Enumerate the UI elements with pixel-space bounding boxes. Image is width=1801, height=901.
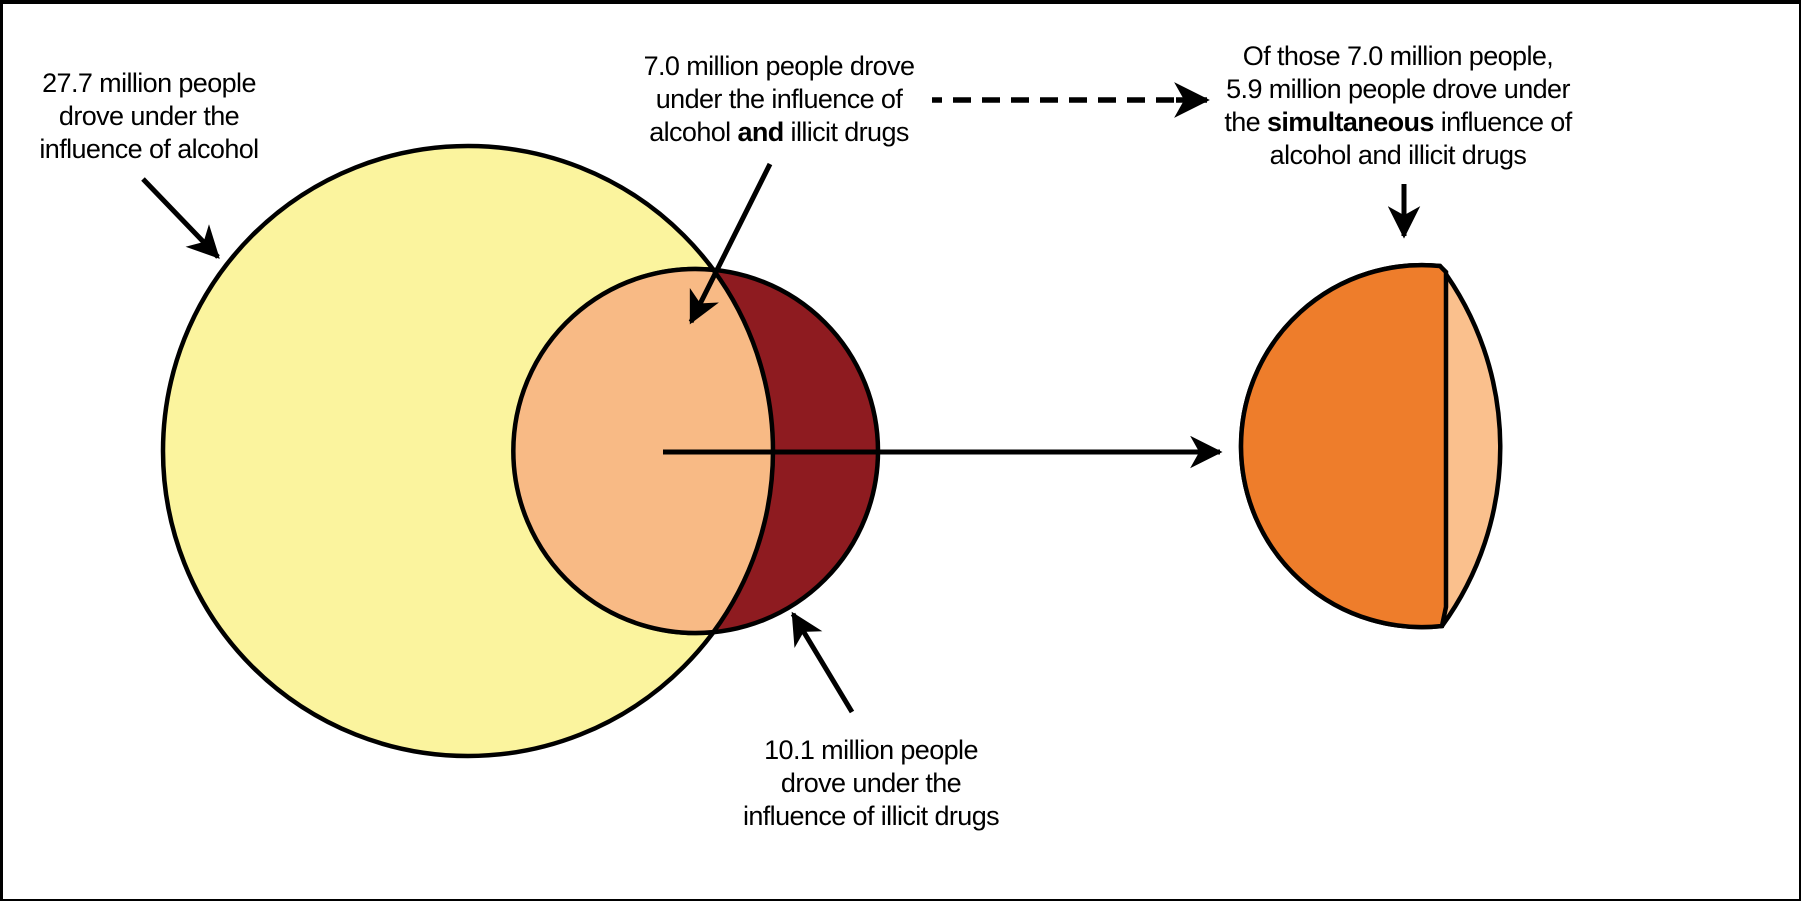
simultaneous-label-line1: Of those 7.0 million people,	[1242, 41, 1554, 71]
drugs-label-line3: influence of illicit drugs	[742, 801, 1000, 831]
overlap-label-line2: under the influence of	[655, 84, 903, 114]
simultaneous-label: Of those 7.0 million people, 5.9 million…	[1183, 40, 1613, 172]
overlap-region	[511, 266, 776, 636]
drugs-label-line1: 10.1 million people	[764, 735, 978, 765]
overlap-label-line1: 7.0 million people drove	[643, 51, 915, 81]
alcohol-label-line1: 27.7 million people	[42, 68, 256, 98]
overlap-label-arrow	[688, 162, 773, 325]
simultaneous-label-line3: the simultaneous influence of	[1224, 107, 1572, 137]
alcohol-label: 27.7 million people drove under the infl…	[9, 67, 289, 166]
drugs-label-line2: drove under the	[780, 768, 962, 798]
simultaneous-region	[1238, 262, 1449, 630]
overlap-label: 7.0 million people drove under the influ…	[569, 50, 989, 149]
simultaneous-label-line2: 5.9 million people drove under	[1226, 74, 1570, 104]
alcohol-label-line2: drove under the	[58, 101, 240, 131]
alcohol-label-line3: influence of alcohol	[39, 134, 259, 164]
overlap-label-line3: alcohol and illicit drugs	[649, 117, 909, 147]
drugs-label-arrow	[790, 611, 855, 714]
simultaneous-label-line4: alcohol and illicit drugs	[1269, 140, 1527, 170]
drugs-label: 10.1 million people drove under the infl…	[681, 734, 1061, 833]
alcohol-label-arrow	[141, 177, 220, 259]
